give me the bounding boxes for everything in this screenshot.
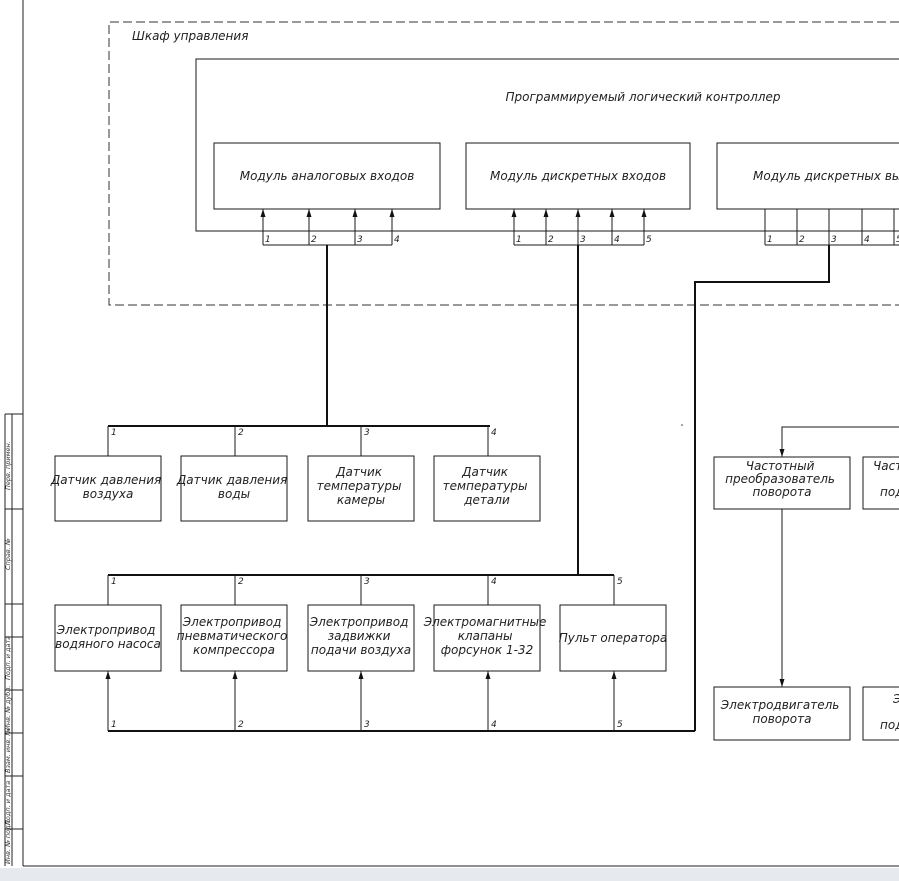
- frequency-converter-rotation-label: Частотный преобразователь поворота: [725, 459, 839, 499]
- pin-number: 2: [799, 235, 805, 245]
- sensor-chamber-temperature-label: Датчик температуры камеры: [317, 465, 406, 507]
- actuator-bottom-number: 2: [238, 720, 244, 730]
- actuator-top-number: 4: [491, 577, 497, 587]
- pin-number: 4: [394, 235, 400, 245]
- frequency-converter-lift-label: Часто под: [873, 459, 899, 499]
- discrete-input-pins: 1 2 3 4 5: [511, 209, 652, 246]
- pin-number: 2: [311, 235, 317, 245]
- side-stamp-cell: Подп. и дата: [4, 636, 12, 680]
- actuator-compressor: [180, 604, 288, 672]
- rotation-motor: [713, 686, 851, 741]
- sensor-bus-number: 4: [491, 428, 497, 438]
- sensor-water-pressure: [180, 455, 288, 522]
- cabinet-boundary: [108, 21, 899, 306]
- sensor-bus: 1 2 3 4: [107, 425, 497, 456]
- sensor-part-temperature: [433, 455, 541, 522]
- pin-number: 4: [614, 235, 620, 245]
- sensor-water-pressure-label: Датчик давления воды: [176, 473, 291, 501]
- actuator-air-valve-label: Электропривод задвижки подачи воздуха: [309, 615, 412, 657]
- sensor-part-temperature-label: Датчик температуры детали: [443, 465, 532, 507]
- actuator-water-pump: [54, 604, 162, 672]
- analog-input-pins: 1 2 3 4: [260, 209, 400, 246]
- actuator-bottom-number: 4: [491, 720, 497, 730]
- module-discrete-outputs: [716, 142, 899, 210]
- operator-panel-label: Пульт оператора: [559, 631, 668, 645]
- pin-number: 3: [831, 235, 837, 245]
- cabinet-title: Шкаф управления: [132, 29, 248, 43]
- plc-title: Программируемый логический контроллер: [506, 90, 781, 104]
- plc-boundary: [195, 58, 899, 232]
- side-stamp-cell: Инв. № дубл.: [4, 686, 12, 730]
- stray-dot: [681, 424, 683, 426]
- actuator-top-number: 3: [364, 577, 370, 587]
- actuator-bottom-number: 3: [364, 720, 370, 730]
- converter-feed-line: [781, 426, 899, 457]
- actuator-compressor-label: Электропривод пневматического компрессор…: [177, 615, 291, 657]
- pin-number: 5: [896, 235, 899, 245]
- operator-panel: [559, 604, 667, 672]
- pin-number: 3: [580, 235, 586, 245]
- module-discrete-outputs-label: Модуль дискретных выходов: [753, 169, 899, 183]
- rotation-motor-label: Электродвигатель поворота: [720, 698, 843, 726]
- sensor-air-pressure-label: Датчик давления воздуха: [50, 473, 165, 501]
- side-stamp: Перв. примен. Справ. № Подп. и дата Инв.…: [4, 413, 23, 866]
- frequency-converter-rotation: [713, 456, 851, 510]
- sensor-bus-number: 2: [238, 428, 244, 438]
- side-stamp-cell: Справ. №: [4, 538, 12, 570]
- module-analog-inputs-label: Модуль аналоговых входов: [240, 169, 415, 183]
- viewer-bottom-strip: [0, 868, 899, 881]
- pin-number: 2: [548, 235, 554, 245]
- pin-number: 5: [646, 235, 652, 245]
- actuator-bottom-number: 5: [617, 720, 623, 730]
- sensor-bus-number: 1: [111, 428, 117, 438]
- sensor-chamber-temperature: [307, 455, 415, 522]
- lift-motor: [862, 686, 899, 741]
- pin-number: 1: [516, 235, 522, 245]
- pin-number: 1: [767, 235, 773, 245]
- side-stamp-cell: Перв. примен.: [4, 441, 12, 490]
- sensor-air-pressure: [54, 455, 162, 522]
- side-stamp-cell: Взам. инв. №: [4, 729, 12, 773]
- module-discrete-inputs: [465, 142, 691, 210]
- actuator-nozzle-valves: [433, 604, 541, 672]
- actuator-top-bus: 1 2 3 4 5: [107, 574, 623, 605]
- side-stamp-cell: Подп. и дата: [4, 781, 12, 825]
- actuator-top-number: 1: [111, 577, 117, 587]
- actuator-water-pump-label: Электропривод водяного насоса: [55, 623, 161, 651]
- module-analog-inputs: [213, 142, 441, 210]
- pin-number: 4: [864, 235, 870, 245]
- discrete-output-pins: 1 2 3 4 5: [764, 209, 899, 246]
- frequency-converter-lift: [862, 456, 899, 510]
- actuator-bottom-number: 1: [111, 720, 117, 730]
- discrete-out-bus-trunk: [694, 245, 830, 731]
- actuator-top-number: 5: [617, 577, 623, 587]
- lift-motor-label: Э подъ: [880, 692, 899, 732]
- actuator-nozzle-valves-label: Электромагнитные клапаны форсунок 1-32: [423, 615, 551, 657]
- pin-number: 1: [265, 235, 271, 245]
- actuator-bottom-bus: 1 2 3 4 5: [105, 671, 695, 732]
- pin-number: 3: [357, 235, 363, 245]
- side-stamp-cell: Инв. № подл.: [4, 819, 12, 864]
- module-discrete-inputs-label: Модуль дискретных входов: [490, 169, 666, 183]
- actuator-air-valve: [307, 604, 415, 672]
- sensor-bus-number: 3: [364, 428, 370, 438]
- actuator-top-number: 2: [238, 577, 244, 587]
